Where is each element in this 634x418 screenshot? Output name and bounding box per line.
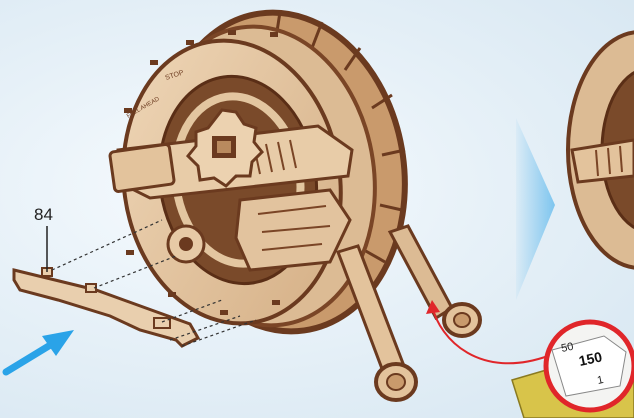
left-block (110, 144, 175, 192)
stand-foot-right (444, 304, 480, 336)
next-step-wheel (568, 32, 634, 268)
map-number-partial-top: 50 (560, 341, 574, 355)
part-number-label: 84 (34, 205, 53, 224)
stand-foot-left (376, 364, 416, 400)
step-arrow (516, 118, 555, 300)
stand-back-leg (390, 226, 452, 318)
push-arrow-icon (6, 330, 74, 372)
map-detail-callout: 50 150 1 (512, 322, 634, 418)
wheel-assembly: STOP FULL AHEAD (105, 0, 480, 400)
